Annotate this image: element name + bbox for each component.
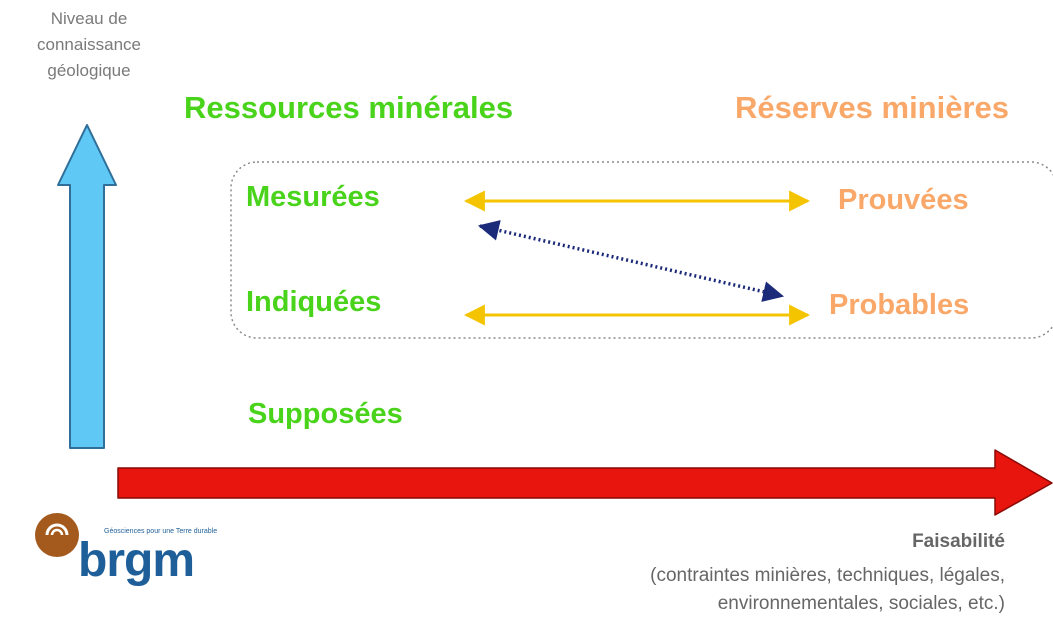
y-label-line-3: géologique bbox=[47, 61, 131, 80]
feasibility-axis-arrow bbox=[117, 449, 1053, 516]
brgm-logo-mark bbox=[35, 513, 79, 557]
proven-label: Prouvées bbox=[838, 184, 969, 216]
knowledge-axis-arrow bbox=[57, 124, 117, 449]
knowledge-axis-label: Niveau de connaissance géologique bbox=[14, 6, 164, 84]
feasibility-subtitle: (contraintes minières, techniques, légal… bbox=[485, 562, 1005, 618]
feasibility-sub-line-2: environnementales, sociales, etc.) bbox=[717, 593, 1005, 614]
y-label-line-2: connaissance bbox=[37, 35, 141, 54]
resources-header: Ressources minérales bbox=[184, 90, 514, 125]
probable-label: Probables bbox=[829, 289, 970, 321]
inferred-label: Supposées bbox=[248, 398, 403, 430]
y-label-line-1: Niveau de bbox=[50, 9, 128, 28]
brgm-wordmark: brgm bbox=[78, 534, 195, 587]
brgm-tagline: Géosciences pour une Terre durable bbox=[104, 528, 218, 535]
measured-probable-dotted-arrow bbox=[477, 220, 785, 302]
feasibility-title: Faisabilité bbox=[912, 531, 1005, 552]
reserves-header: Réserves minières bbox=[735, 90, 1010, 125]
indicated-label: Indiquées bbox=[246, 286, 382, 318]
feasibility-sub-line-1: (contraintes minières, techniques, légal… bbox=[650, 565, 1005, 586]
conversion-box bbox=[230, 161, 1053, 339]
measured-label: Mesurées bbox=[246, 181, 380, 213]
